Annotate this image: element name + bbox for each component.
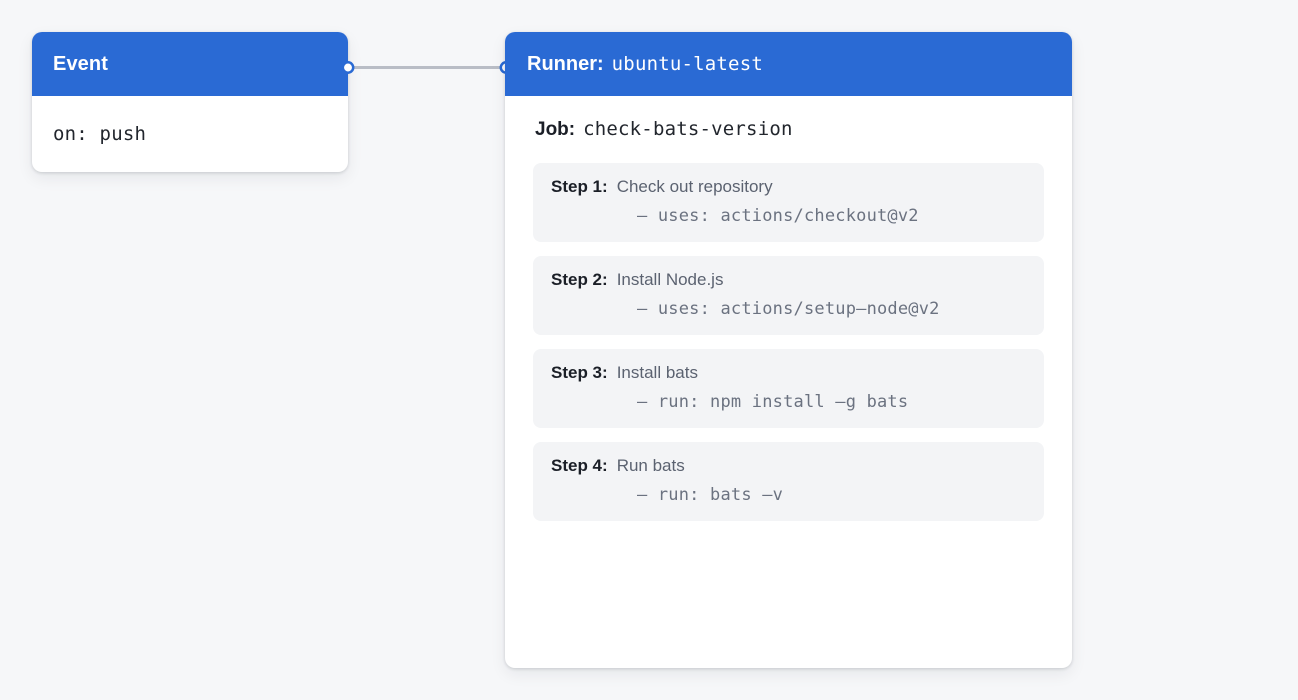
step-heading: Step 2: Install Node.js xyxy=(551,270,1026,290)
event-node[interactable]: Event on: push xyxy=(32,32,348,172)
runner-node[interactable]: Runner: ubuntu-latest Job: check-bats-ve… xyxy=(505,32,1072,668)
step-heading: Step 1: Check out repository xyxy=(551,177,1026,197)
step-card[interactable]: Step 4: Run bats – run: bats –v xyxy=(533,442,1044,521)
step-title: Run bats xyxy=(616,456,685,475)
step-title: Check out repository xyxy=(616,177,773,196)
step-heading: Step 4: Run bats xyxy=(551,456,1026,476)
step-card[interactable]: Step 2: Install Node.js – uses: actions/… xyxy=(533,256,1044,335)
step-command: – run: npm install –g bats xyxy=(637,392,909,412)
event-node-body: on: push xyxy=(32,96,348,172)
edge-source-dot[interactable] xyxy=(341,61,355,74)
event-to-runner-edge xyxy=(341,61,513,74)
step-card[interactable]: Step 3: Install bats – run: npm install … xyxy=(533,349,1044,428)
event-trigger-value: on: push xyxy=(53,123,147,145)
step-label: Step 4: xyxy=(551,456,608,475)
event-node-header: Event xyxy=(32,32,348,96)
step-heading: Step 3: Install bats xyxy=(551,363,1026,383)
step-command: – uses: actions/setup–node@v2 xyxy=(637,299,940,319)
job-line: Job: check-bats-version xyxy=(535,118,1044,141)
step-list: Step 1: Check out repository – uses: act… xyxy=(533,163,1044,521)
step-command: – uses: actions/checkout@v2 xyxy=(637,206,919,226)
step-label: Step 2: xyxy=(551,270,608,289)
event-node-title: Event xyxy=(53,52,108,75)
step-title: Install bats xyxy=(616,363,698,382)
runner-label: Runner: xyxy=(527,52,604,75)
job-value: check-bats-version xyxy=(583,118,793,140)
runner-node-header: Runner: ubuntu-latest xyxy=(505,32,1072,96)
step-label: Step 3: xyxy=(551,363,608,382)
step-title: Install Node.js xyxy=(616,270,724,289)
runner-node-body: Job: check-bats-version Step 1: Check ou… xyxy=(505,96,1072,545)
step-command: – run: bats –v xyxy=(637,485,784,505)
step-card[interactable]: Step 1: Check out repository – uses: act… xyxy=(533,163,1044,242)
job-label: Job: xyxy=(535,119,576,140)
step-label: Step 1: xyxy=(551,177,608,196)
runner-value: ubuntu-latest xyxy=(611,53,763,75)
